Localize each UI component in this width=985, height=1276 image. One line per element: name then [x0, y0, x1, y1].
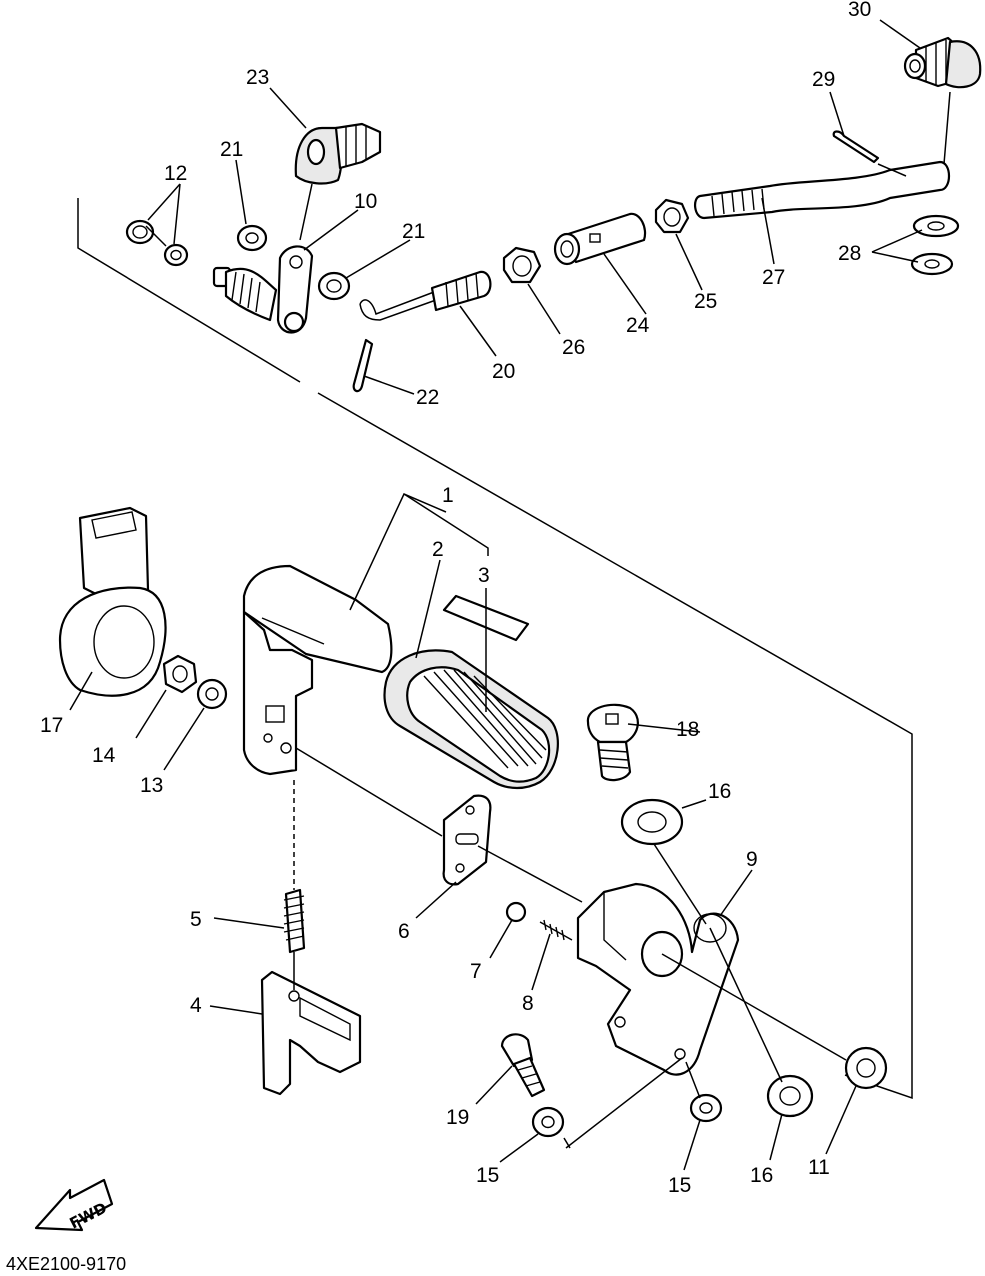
part-7-ball — [505, 901, 527, 923]
part-10-lever-with-spring — [212, 245, 314, 334]
assembly-lines — [145, 225, 847, 1149]
callout-2: 2 — [432, 538, 444, 561]
part-27-rod — [694, 160, 951, 220]
callout-25: 25 — [694, 290, 717, 313]
leader-lines — [69, 19, 951, 1171]
callout-28: 28 — [838, 242, 861, 265]
callout-14: 14 — [92, 744, 116, 767]
callout-21-upper: 21 — [220, 138, 243, 161]
callout-13: 13 — [140, 774, 163, 797]
callout-16-lower: 16 — [750, 1164, 773, 1187]
part-2-grip — [383, 649, 559, 790]
part-13-washer — [196, 678, 228, 710]
assembly-boundary — [77, 198, 913, 1100]
callout-22: 22 — [416, 386, 439, 409]
callout-7: 7 — [470, 960, 482, 983]
part-15-washer-left — [531, 1106, 565, 1138]
callout-29: 29 — [812, 68, 835, 91]
diagram-code: 4XE2100-9170 — [6, 1254, 126, 1274]
callout-17: 17 — [40, 714, 63, 737]
callout-4: 4 — [190, 994, 202, 1017]
callout-1: 1 — [442, 484, 454, 507]
part-4-slider — [260, 970, 362, 1096]
part-15-washer-right — [689, 1093, 723, 1123]
part-26-nut — [502, 246, 542, 284]
callout-3: 3 — [478, 564, 490, 587]
callout-23: 23 — [246, 66, 269, 89]
part-29-cotter-pin — [832, 130, 880, 164]
callout-12: 12 — [164, 162, 187, 185]
callout-15-left: 15 — [476, 1164, 499, 1187]
part-14-nut — [162, 654, 198, 694]
callout-20: 20 — [492, 360, 515, 383]
part-1-grip-lever — [242, 564, 393, 776]
part-24-joint — [553, 212, 647, 266]
part-23-boot — [294, 122, 382, 185]
part-20-rod — [359, 270, 492, 321]
callout-10: 10 — [354, 190, 377, 213]
callout-16-upper: 16 — [708, 780, 731, 803]
part-21-washer-lower — [317, 271, 351, 301]
callout-18: 18 — [676, 718, 699, 741]
part-5-spring — [283, 888, 306, 954]
part-8-spring — [539, 919, 573, 941]
part-12-washers — [125, 219, 189, 267]
part-9-lever-housing — [576, 882, 740, 1076]
part-30-boot — [903, 36, 982, 89]
part-16-washer-upper — [620, 798, 684, 846]
part-17-bracket — [58, 506, 167, 697]
callout-5: 5 — [190, 908, 202, 931]
part-18-screw — [586, 703, 639, 782]
callout-24: 24 — [626, 314, 650, 337]
callout-labels: 23 21 12 10 21 22 20 26 24 25 27 28 29 3… — [40, 0, 871, 1197]
part-19-bolt — [500, 1033, 546, 1098]
part-6-plate — [442, 794, 492, 886]
part-25-nut — [654, 198, 690, 234]
callout-8: 8 — [522, 992, 534, 1015]
callout-30: 30 — [848, 0, 871, 21]
part-21-washer-upper — [236, 224, 268, 252]
callout-6: 6 — [398, 920, 410, 943]
callout-21-lower: 21 — [402, 220, 425, 243]
fwd-arrow: FWD — [34, 1178, 114, 1233]
callout-26: 26 — [562, 336, 585, 359]
callout-9: 9 — [746, 848, 758, 871]
callout-11: 11 — [808, 1156, 830, 1179]
callout-27: 27 — [762, 266, 785, 289]
part-28-washers — [910, 214, 960, 276]
callout-19: 19 — [446, 1106, 469, 1129]
part-11-washer — [844, 1046, 888, 1090]
part-22-cotter-pin — [352, 338, 374, 393]
part-16-washer-lower — [766, 1074, 814, 1118]
callout-15-right: 15 — [668, 1174, 691, 1197]
